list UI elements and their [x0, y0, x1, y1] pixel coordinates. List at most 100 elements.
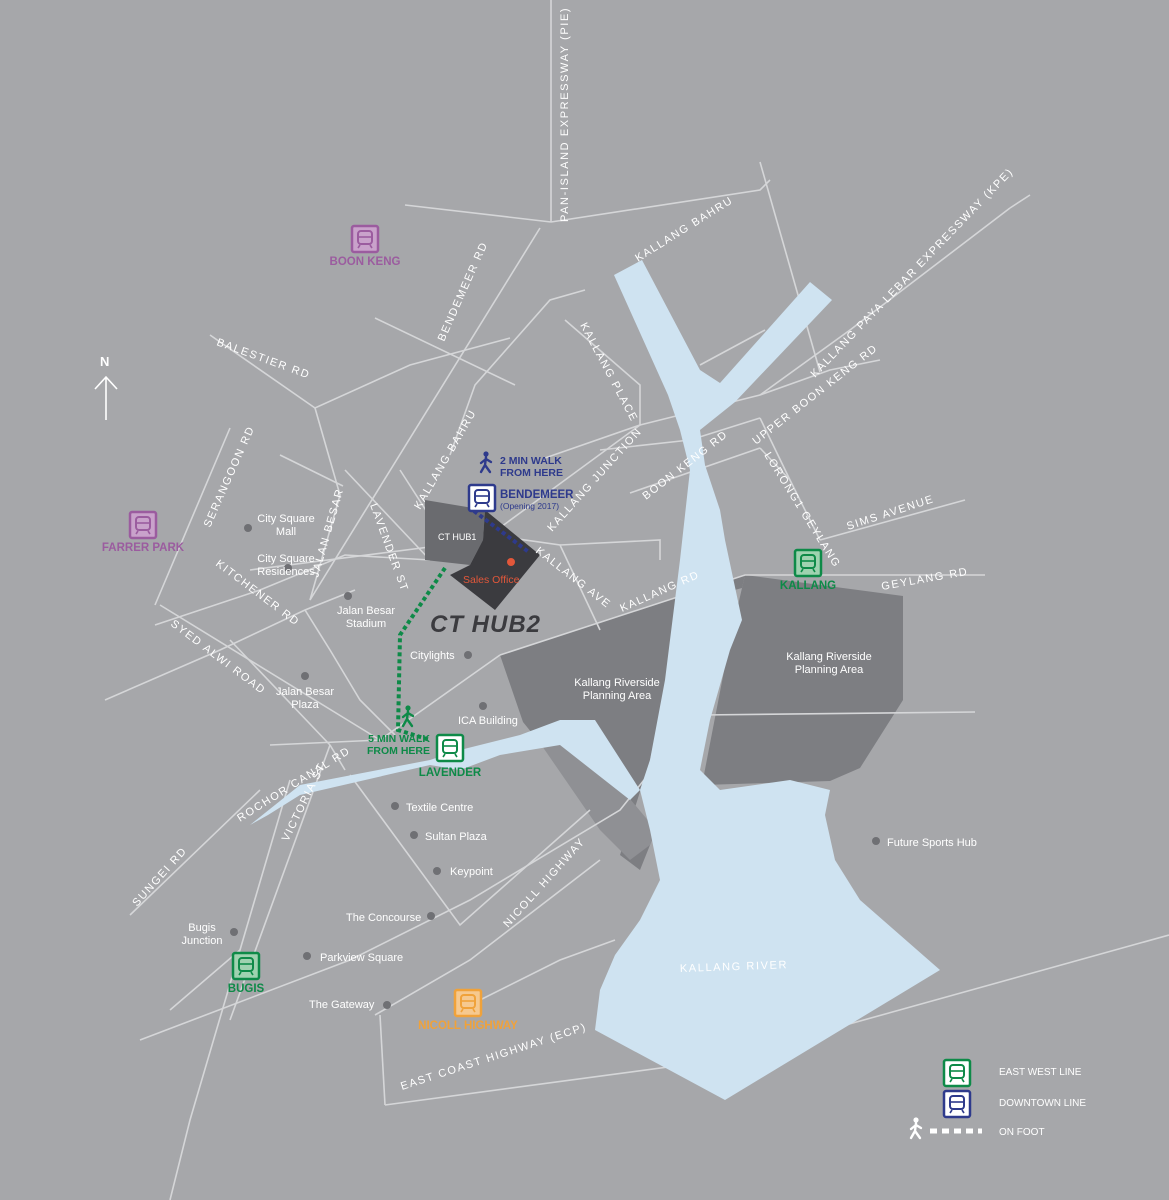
train-icon [942, 1089, 972, 1119]
place-label: Future Sports Hub [887, 837, 977, 849]
train-icon [467, 483, 497, 513]
walk-route-bendemeer [472, 509, 532, 555]
place-marker [410, 831, 418, 839]
planning-area-south-shape [540, 743, 656, 860]
road-label-sims-avenue: SIMS AVENUE [845, 493, 936, 533]
station-label: NICOLL HIGHWAY [418, 1020, 518, 1032]
train-icon [435, 733, 465, 763]
road-label-bendemeer-rd: BENDEMEER RD [436, 240, 491, 343]
road-label-kallang-bahru: KALLANG BAHRU [633, 194, 735, 264]
place-marker [301, 672, 309, 680]
walk-time-line1: 2 MIN WALK [500, 455, 562, 467]
legend-item-downtown-line: DOWNTOWN LINE [942, 1089, 1086, 1119]
legend-item-east-west-line: EAST WEST LINE [942, 1058, 1082, 1088]
road-label-syed-alwi-road: SYED ALWI ROAD [168, 618, 268, 697]
station-lavender[interactable]: LAVENDER [419, 733, 482, 779]
pedestrian-icon [479, 451, 493, 474]
place-ica-building: ICA Building [458, 702, 518, 727]
road-label-pan-island-expressway-pie: PAN-ISLAND EXPRESSWAY (PIE) [559, 7, 571, 222]
train-icon [128, 510, 158, 540]
place-marker [344, 592, 352, 600]
place-textile-centre: Textile Centre [391, 802, 473, 814]
place-marker [872, 837, 880, 845]
svg-text:Planning Area: Planning Area [795, 664, 864, 676]
place-label: ICA Building [458, 715, 518, 727]
train-icon [350, 224, 380, 254]
place-marker [433, 867, 441, 875]
pedestrian-icon [401, 705, 415, 728]
station-label: BUGIS [228, 983, 265, 995]
station-bendemeer[interactable]: BENDEMEER(Opening 2017) [467, 483, 574, 513]
legend-label: EAST WEST LINE [999, 1067, 1082, 1078]
station-bugis[interactable]: BUGIS [228, 951, 265, 995]
place-label: Parkview Square [320, 952, 403, 964]
planning-area-east-shape [702, 575, 903, 785]
sales-office-marker [507, 558, 515, 566]
place-marker [230, 928, 238, 936]
svg-text:N: N [100, 354, 109, 369]
place-marker [479, 702, 487, 710]
place-label: Jalan Besar [337, 605, 395, 617]
station-label: FARRER PARK [102, 542, 185, 554]
place-future-sports-hub: Future Sports Hub [872, 837, 977, 849]
walk-time-line1: 5 MIN WALK [368, 733, 430, 745]
place-marker [303, 952, 311, 960]
station-farrer-park[interactable]: FARRER PARK [102, 510, 185, 554]
road-label-balestier-rd: BALESTIER RD [215, 337, 312, 382]
place-label: Keypoint [450, 866, 493, 878]
ct-hub1-label: CT HUB1 [438, 532, 476, 542]
train-icon [231, 951, 261, 981]
place-the-gateway: The Gateway [309, 999, 391, 1011]
place-label: Sultan Plaza [425, 831, 488, 843]
place-label: Textile Centre [406, 802, 473, 814]
road-label-kallang-place: KALLANG PLACE [577, 321, 640, 424]
place-citylights: Citylights [410, 650, 472, 662]
svg-text:Kallang Riverside: Kallang Riverside [574, 677, 660, 689]
place-marker [284, 564, 292, 572]
place-the-concourse: The Concourse [346, 912, 435, 924]
svg-text:Planning Area: Planning Area [583, 690, 652, 702]
walk-time-line2: FROM HERE [500, 467, 563, 479]
place-label: Residences [257, 566, 315, 578]
station-note: (Opening 2017) [500, 501, 559, 511]
station-nicoll-highway[interactable]: NICOLL HIGHWAY [418, 988, 518, 1032]
train-icon [793, 548, 823, 578]
train-icon [453, 988, 483, 1018]
sales-office-label: Sales Office [463, 574, 520, 586]
north-arrow: N [94, 354, 118, 420]
ct-hub2-logo: CT HUB2 [430, 611, 541, 638]
place-label: Stadium [346, 618, 386, 630]
legend-item-on-foot: ON FOOT [909, 1117, 1045, 1140]
station-label: BOON KENG [330, 256, 401, 268]
svg-text:Kallang Riverside: Kallang Riverside [786, 651, 872, 663]
kallang-river-water [250, 260, 940, 1100]
place-marker [244, 524, 252, 532]
station-label: BENDEMEER [500, 489, 574, 501]
road-label-kallang-river: KALLANG RIVER [680, 959, 789, 975]
station-label: KALLANG [780, 580, 836, 592]
place-sultan-plaza: Sultan Plaza [410, 831, 488, 843]
place-label: Jalan Besar [276, 686, 334, 698]
place-label: The Gateway [309, 999, 375, 1011]
place-label: Junction [182, 935, 223, 947]
station-boon-keng[interactable]: BOON KENG [330, 224, 401, 268]
legend-label: DOWNTOWN LINE [999, 1098, 1086, 1109]
place-label: Plaza [291, 699, 319, 711]
walk-time-line2: FROM HERE [367, 745, 430, 757]
station-kallang[interactable]: KALLANG [780, 548, 836, 592]
place-label: Mall [276, 526, 296, 538]
train-icon [942, 1058, 972, 1088]
place-parkview-square: Parkview Square [303, 952, 403, 964]
place-label: The Concourse [346, 912, 421, 924]
place-label: City Square [257, 553, 314, 565]
planning-area-west-shape [500, 575, 745, 870]
place-keypoint: Keypoint [433, 866, 493, 878]
